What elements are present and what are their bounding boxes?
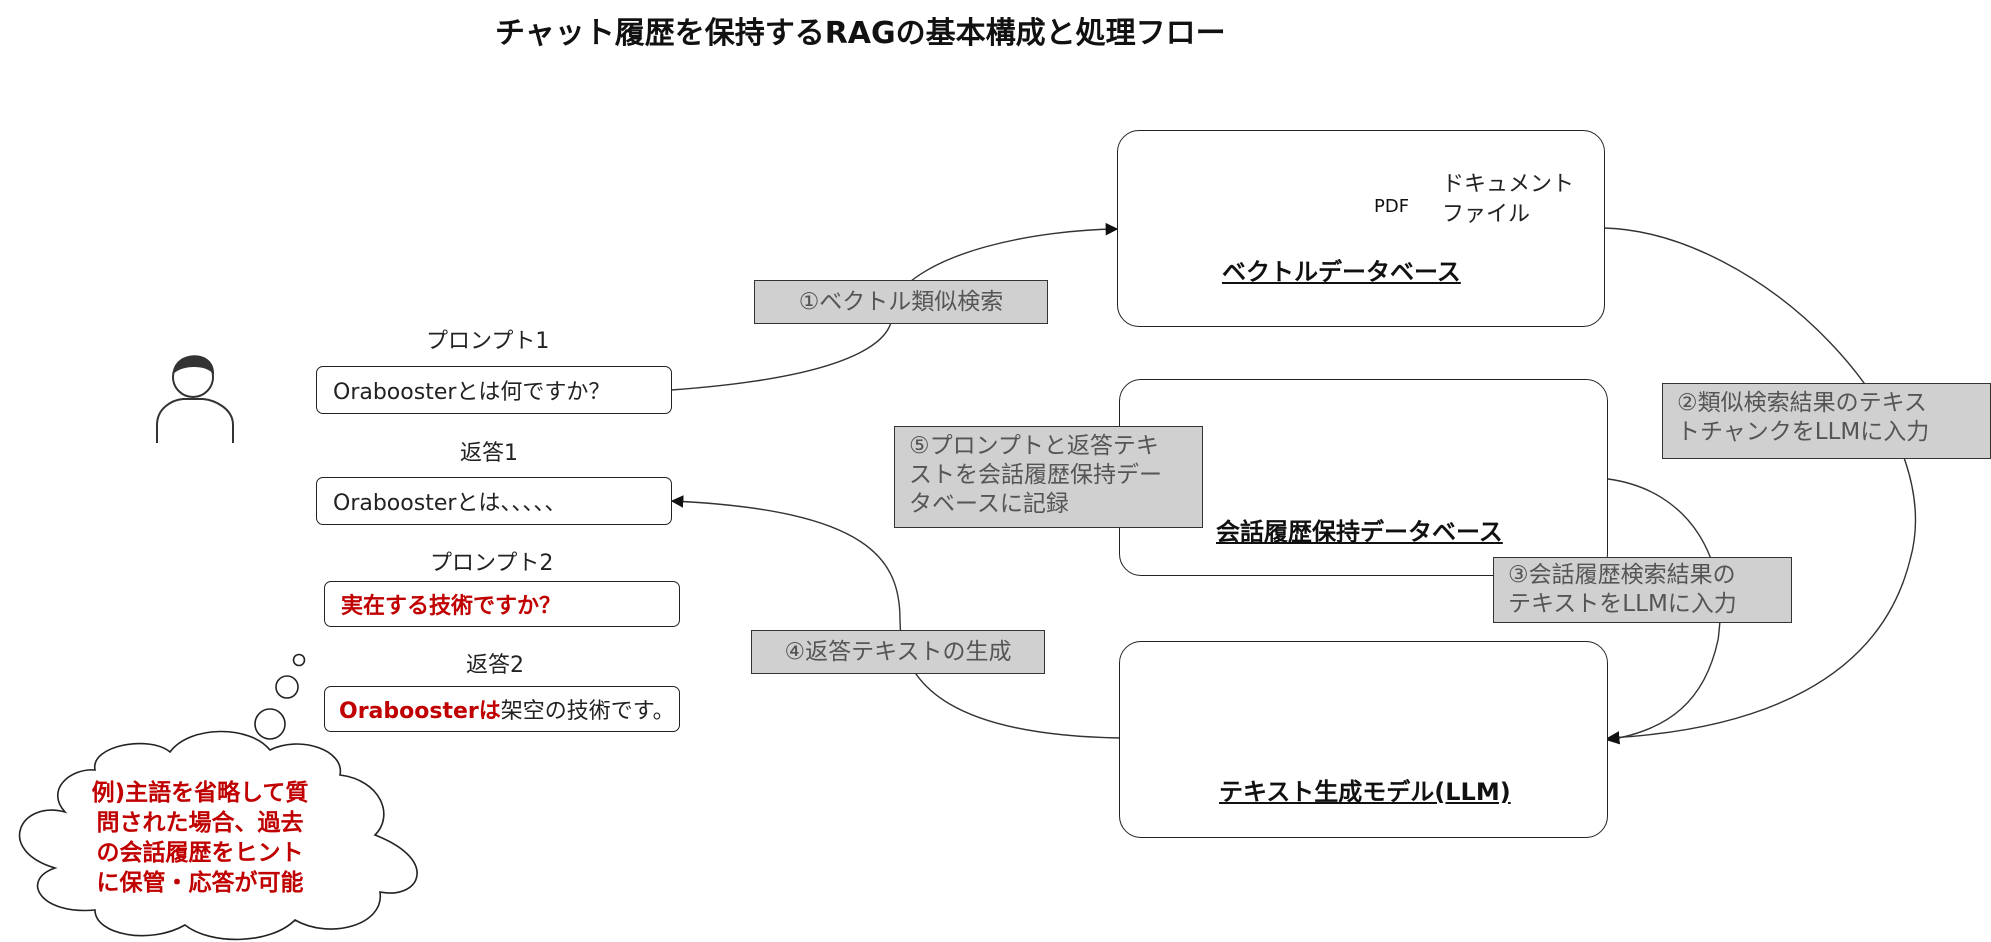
document-file-line: ドキュメント xyxy=(1442,172,1575,197)
step4-box: ④返答テキストの生成 xyxy=(751,630,1045,674)
answer2-bold-text: Oraboosterは xyxy=(339,699,501,724)
prompt2-text: 実在する技術ですか？ xyxy=(341,594,562,619)
prompt1-label: プロンプト1 xyxy=(426,329,550,354)
step4-text: ④返答テキストの生成 xyxy=(784,638,1012,665)
step5-line: ⑤プロンプトと返答テキ xyxy=(909,433,1159,459)
cloud-note: 例)主語を省略して質 問された場合、過去 の会話履歴をヒント に保管・応答が可能 xyxy=(50,778,350,898)
llm-box xyxy=(1119,641,1608,838)
step2-box: ②類似検索結果のテキス トチャンクをLLMに入力 xyxy=(1662,383,1991,459)
diagram-title: チャット履歴を保持するRAGの基本構成と処理フロー xyxy=(495,16,1226,51)
step5-box: ⑤プロンプトと返答テキ ストを会話履歴保持デー タベースに記録 xyxy=(894,426,1203,528)
thought-bubble-dots xyxy=(254,653,306,740)
step2-line: トチャンクをLLMに入力 xyxy=(1677,419,1930,445)
prompt2-label: プロンプト2 xyxy=(430,551,554,576)
cloud-note-line: 例)主語を省略して質 xyxy=(91,780,309,806)
vector-database-box xyxy=(1117,130,1605,327)
history-database-title: 会話履歴保持データベース xyxy=(1216,518,1503,546)
answer1-text: Oraboosterとは、、、、、 xyxy=(333,491,567,516)
cloud-note-line: の会話履歴をヒント xyxy=(96,840,304,866)
thought-cloud xyxy=(18,730,418,941)
prompt2-bubble: 実在する技術ですか？ xyxy=(324,581,680,627)
cloud-note-line: 問された場合、過去 xyxy=(96,810,304,836)
step2-line: ②類似検索結果のテキス xyxy=(1677,390,1927,416)
answer2-label: 返答2 xyxy=(466,653,524,678)
answer1-label: 返答1 xyxy=(460,441,518,466)
step3-line: テキストをLLMに入力 xyxy=(1508,591,1737,617)
cloud-note-line: に保管・応答が可能 xyxy=(96,870,304,896)
document-file-line: ファイル xyxy=(1442,202,1531,227)
step3-box: ③会話履歴検索結果の テキストをLLMに入力 xyxy=(1493,557,1792,623)
vector-database-title: ベクトルデータベース xyxy=(1222,258,1461,286)
step3-line: ③会話履歴検索結果の xyxy=(1508,562,1736,588)
arrow-llm-to-answer xyxy=(670,495,1120,739)
arrow-vectordb-to-llm xyxy=(1603,227,1917,744)
prompt1-bubble: Oraboosterとは何ですか？ xyxy=(316,366,672,414)
arrow-historydb-to-llm xyxy=(1606,478,1721,745)
answer2-rest-text: 架空の技術です。 xyxy=(500,699,675,724)
prompt1-text: Oraboosterとは何ですか？ xyxy=(333,380,611,405)
step5-line: タベースに記録 xyxy=(909,491,1069,517)
pdf-label: PDF xyxy=(1374,196,1410,217)
step1-box: ①ベクトル類似検索 xyxy=(754,280,1048,324)
llm-title: テキスト生成モデル(LLM) xyxy=(1219,778,1511,806)
answer2-bubble: Oraboosterは架空の技術です。 xyxy=(324,686,680,732)
step1-text: ①ベクトル類似検索 xyxy=(798,288,1004,315)
user-icon xyxy=(156,355,234,443)
step5-line: ストを会話履歴保持デー xyxy=(909,462,1162,488)
document-file-label: ドキュメント ファイル xyxy=(1442,170,1574,230)
answer1-bubble: Oraboosterとは、、、、、 xyxy=(316,477,672,525)
